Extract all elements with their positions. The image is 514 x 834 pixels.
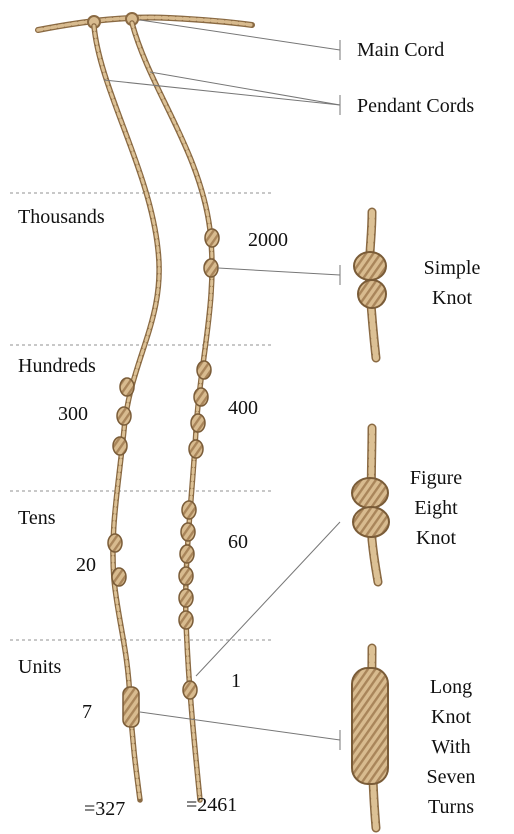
left-total: =327 xyxy=(84,799,125,819)
leader-long-knot xyxy=(140,712,340,740)
leader-pendant-right xyxy=(150,72,340,105)
left-hundreds-knots xyxy=(113,378,134,455)
main-cord xyxy=(38,13,252,30)
simple-knot-label: Simple Knot xyxy=(412,253,492,313)
simple-knot-illustration xyxy=(354,212,386,358)
right-units-knot xyxy=(183,681,197,699)
figure-eight-knot-label: Figure Eight Knot xyxy=(400,463,472,553)
leader-pendant-left xyxy=(104,80,340,105)
row-label-thousands: Thousands xyxy=(18,207,105,227)
pendant-cord-right xyxy=(132,23,212,800)
long-knot-illustration xyxy=(352,648,388,828)
left-tens-value: 20 xyxy=(76,555,96,575)
pendant-cords-label: Pendant Cords xyxy=(357,96,474,116)
row-label-units: Units xyxy=(18,657,61,677)
right-total: =2461 xyxy=(186,795,237,815)
figure-eight-knot-illustration xyxy=(352,428,389,582)
right-thousands-value: 2000 xyxy=(248,230,288,250)
right-units-value: 1 xyxy=(231,671,241,691)
left-units-value: 7 xyxy=(82,702,92,722)
long-knot-label: Long Knot With Seven Turns xyxy=(410,672,492,822)
main-cord-label: Main Cord xyxy=(357,40,444,60)
left-units-long-knot xyxy=(123,687,139,727)
row-label-hundreds: Hundreds xyxy=(18,356,96,376)
leader-simple-knot xyxy=(218,268,340,275)
row-label-tens: Tens xyxy=(18,508,55,528)
right-tens-value: 60 xyxy=(228,532,248,552)
left-hundreds-value: 300 xyxy=(58,404,88,424)
right-hundreds-value: 400 xyxy=(228,398,258,418)
leader-figure-eight-knot xyxy=(196,522,340,676)
